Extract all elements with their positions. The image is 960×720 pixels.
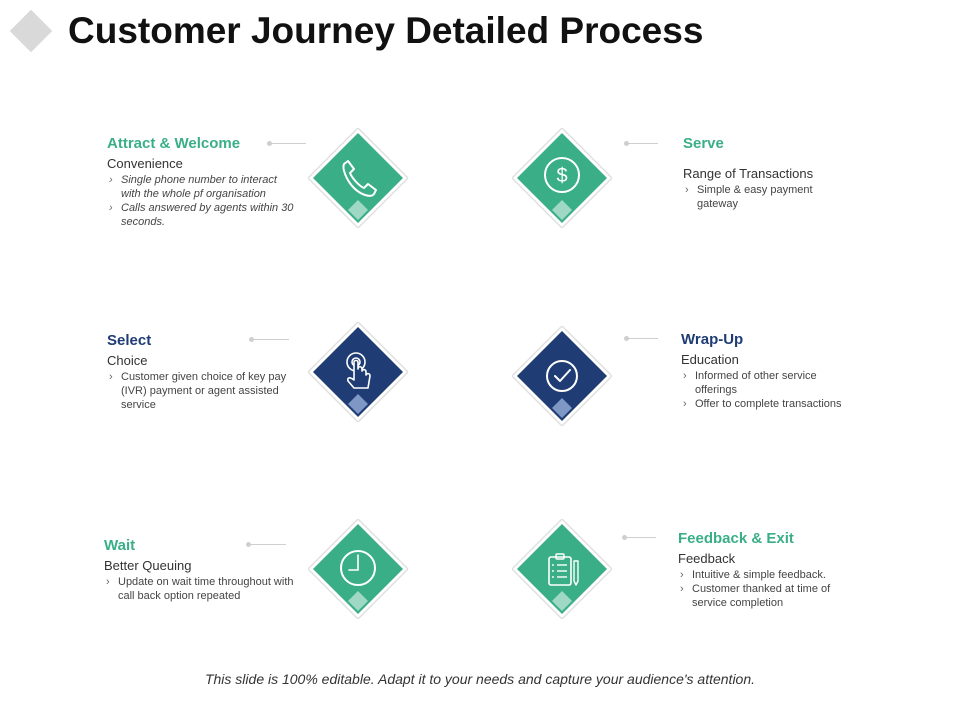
stage-wait-heading: Wait	[104, 537, 136, 554]
dollar-icon: $	[544, 157, 580, 193]
stage-wrapup-subheading: Education	[681, 352, 739, 367]
footer-note: This slide is 100% editable. Adapt it to…	[204, 671, 756, 687]
stage-wait-card: Wait Better Queuing Update on wait time …	[104, 537, 294, 603]
stage-feedback-diamond	[512, 519, 612, 619]
phone-icon	[342, 160, 377, 197]
stage-wrapup-bullet: Informed of other service offerings	[681, 369, 851, 397]
stage-select-card: Select Choice Customer given choice of k…	[107, 332, 287, 412]
stage-wait-connector	[246, 542, 286, 547]
stage-serve-heading: Serve	[683, 135, 724, 152]
stage-select-connector	[249, 337, 289, 342]
stage-serve-card: Serve Range of Transactions Simple & eas…	[683, 135, 853, 211]
stage-wait-bullet: Update on wait time throughout with call…	[104, 575, 294, 603]
stage-wait-diamond	[308, 519, 408, 619]
stage-wait-subheading: Better Queuing	[104, 558, 192, 573]
stage-attract-heading: Attract & Welcome	[107, 135, 241, 152]
stage-feedback-subheading: Feedback	[678, 551, 736, 566]
touch-icon	[346, 352, 371, 389]
stage-feedback-connector	[622, 535, 656, 540]
stage-wrapup-connector	[624, 336, 658, 341]
svg-text:$: $	[556, 165, 567, 187]
stage-attract-subheading: Convenience	[107, 156, 183, 171]
page-title: Customer Journey Detailed Process	[68, 10, 704, 51]
stage-attract-bullet: Single phone number to interact with the…	[107, 173, 297, 201]
stage-wrapup-diamond	[512, 326, 612, 426]
check-icon	[546, 360, 578, 392]
stage-feedback-heading: Feedback & Exit	[678, 530, 794, 547]
stage-select-subheading: Choice	[107, 353, 148, 368]
stage-feedback-bullet: Customer thanked at time of service comp…	[678, 582, 858, 610]
stage-feedback-card: Feedback & Exit Feedback Intuitive & sim…	[678, 530, 858, 610]
stage-select-bullet: Customer given choice of key pay (IVR) p…	[107, 370, 287, 412]
stage-serve-bullet: Simple & easy payment gateway	[683, 183, 853, 211]
stage-select-heading: Select	[107, 332, 152, 349]
stage-feedback-bullet: Intuitive & simple feedback.	[678, 568, 858, 582]
stage-wrapup-bullet: Offer to complete transactions	[681, 397, 851, 411]
stage-select-diamond	[308, 322, 408, 422]
stage-attract-card: Attract & Welcome Convenience Single pho…	[107, 135, 297, 229]
stage-attract-connector	[267, 141, 306, 146]
stage-serve-subheading: Range of Transactions	[683, 166, 814, 181]
stage-serve-connector	[624, 141, 658, 146]
stage-attract-bullet: Calls answered by agents within 30 secon…	[107, 201, 297, 229]
stage-wrapup-card: Wrap-Up Education Informed of other serv…	[681, 331, 851, 411]
stage-serve-diamond: $	[512, 128, 612, 228]
stage-attract-diamond	[308, 128, 408, 228]
clock-icon	[340, 550, 376, 586]
stage-wrapup-heading: Wrap-Up	[681, 331, 744, 348]
clipboard-icon	[548, 553, 579, 586]
title-diamond-mark	[9, 9, 53, 53]
